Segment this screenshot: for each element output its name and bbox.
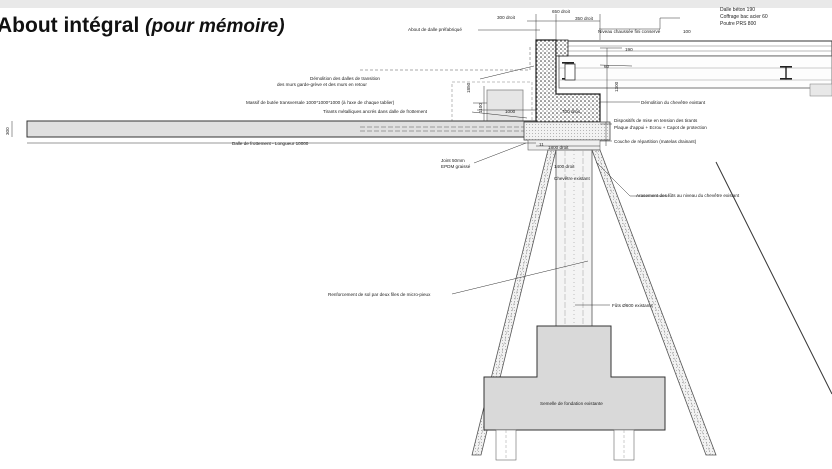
label-dim-300: 300 droit <box>497 15 516 20</box>
label-dim-700: 700 droit <box>562 109 581 114</box>
label-renforcement: Renforcement de sol par deux files de mi… <box>328 292 431 297</box>
label-niveau-chaussee: Niveau chaussée fini conservé <box>598 29 661 34</box>
label-joint-1: Joint 50mm <box>441 158 465 163</box>
label-about-dalle: About de dalle préfabriqué <box>408 27 462 32</box>
label-demolition-chevetre: Démolition du chevêtre existant <box>641 100 706 105</box>
label-dim-350: 350 droit <box>575 16 594 21</box>
label-dim-650: 650 droit <box>552 9 571 14</box>
label-dim-1800: 1800 droit <box>548 145 569 150</box>
label-semelle: Semelle de fondation existante <box>540 401 603 406</box>
slope-line <box>715 161 832 395</box>
label-tirants: Tirants métalliques ancrés dans dalle de… <box>323 109 428 114</box>
label-joint-2: EPDM graissé <box>441 164 471 169</box>
friction-slab <box>26 120 537 138</box>
label-dispositifs-2: Plaque d'appui + Ecrou + Capot de protec… <box>614 125 707 130</box>
label-demolition-dalles-1: Démolition des dalles de transition <box>310 76 380 81</box>
top-strip <box>0 0 832 8</box>
dimension-lines <box>11 14 608 147</box>
label-couche-repartition: Couche de répartition (matelas drainant) <box>614 139 697 144</box>
label-dim-190: 190 <box>625 47 633 52</box>
label-dim-1300: 1300 <box>614 81 619 92</box>
label-dim-1400: 1400 droit <box>554 164 575 169</box>
label-dim-100: 100 <box>683 29 691 34</box>
label-arasement: Arasement des fûts au niveau du chevêtre… <box>636 193 740 198</box>
label-dim-60: 60 <box>604 64 610 69</box>
label-massif-butee: Massif de butée transversale 1000*1000*1… <box>246 100 395 105</box>
label-dim-1850: 1850 <box>466 82 471 93</box>
beam-section-2 <box>780 66 792 80</box>
label-poutre: Poutre PRS 800 <box>720 21 756 27</box>
label-dalle-beton: Dalle béton 190 <box>720 7 755 13</box>
existing-column <box>555 149 593 331</box>
foundation-footing <box>483 325 666 461</box>
page-title: About intégral (pour mémoire) <box>0 14 285 38</box>
label-chevetre: Chevêtre existant <box>554 176 590 181</box>
label-dispositifs-1: Dispositifs de mise en tension des tiran… <box>614 118 698 123</box>
title-sub: (pour mémoire) <box>145 16 285 37</box>
label-futs: Fûts Ø600 existants <box>612 303 654 308</box>
annotations: Dalle béton 190 Coffrage bac acier 60 Po… <box>5 7 768 406</box>
leader-lines <box>451 17 680 306</box>
label-dim-1000: 1000 <box>505 109 516 114</box>
deck <box>558 40 832 97</box>
drainage-layer <box>523 121 611 141</box>
title-main: About intégral <box>0 14 140 37</box>
label-coffrage: Coffrage bac acier 60 <box>720 14 768 20</box>
label-dim-1100: 1100 <box>478 103 483 113</box>
label-dalle-frottement: Dalle de frottement - Longueur 10000 <box>232 141 309 146</box>
label-dim-11: 11 <box>539 142 544 147</box>
label-dim-300-left: 300 <box>5 127 10 135</box>
label-demolition-dalles-2: des murs garde-grève et des murs en reto… <box>277 82 367 87</box>
